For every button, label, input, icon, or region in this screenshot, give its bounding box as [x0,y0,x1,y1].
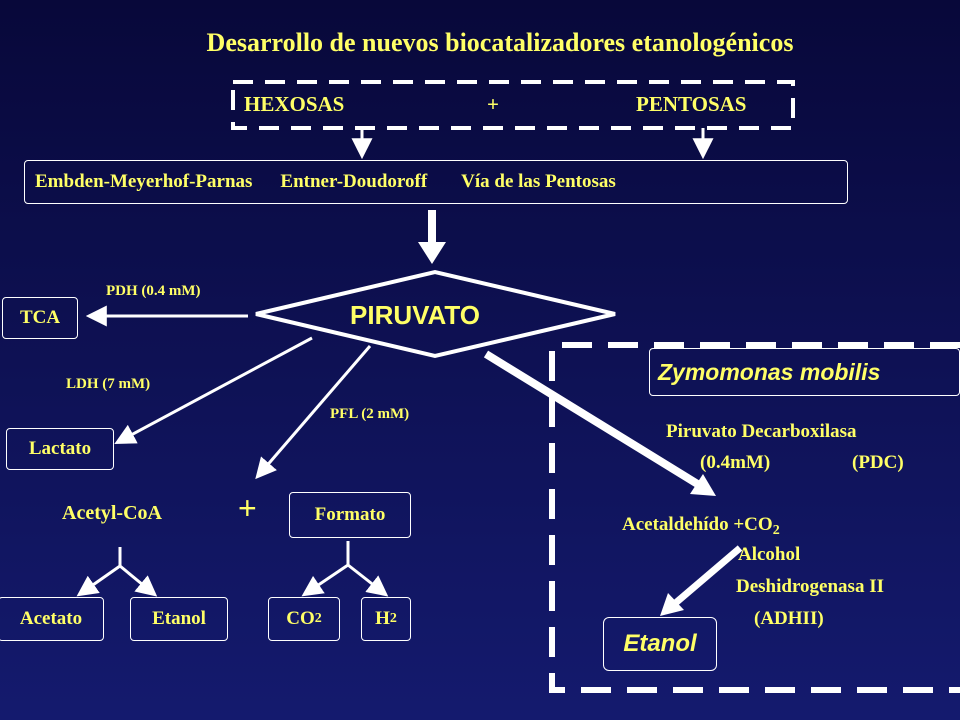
pdc-line2-b: (PDC) [852,452,904,473]
arrow-to-acetaldehido [483,350,707,492]
pdh-label: PDH (0.4 mM) [106,283,201,299]
piruvato-diamond [255,269,616,359]
acetato-box: Acetato [0,597,104,641]
sugars-dashed-box [231,80,795,130]
pdc-line2-a: (0.4mM) [700,452,771,473]
ldh-label: LDH (7 mM) [66,376,151,392]
h2-base: H [375,608,390,629]
zymomonas-label: Zymomonas mobilis [658,358,881,385]
adh-line3: (ADHII) [754,608,824,629]
formato-box: Formato [289,492,411,538]
co2-subscript: 2 [314,611,322,626]
page-title: Desarrollo de nuevos biocatalizadores et… [206,28,794,57]
pdc-line1: Piruvato Decarboxilasa [666,421,857,442]
pathways-box: Embden-Meyerhof-Parnas Entner-Doudoroff … [24,160,848,204]
etanol-box-left: Etanol [130,597,228,641]
tca-box: TCA [2,297,78,339]
acetaldehido-subscript: 2 [772,523,780,538]
lactato-box: Lactato [6,428,114,470]
pathway-ed: Entner-Doudoroff [280,171,428,192]
arrow-to-etanol-left [119,564,158,597]
pfl-label: PFL (2 mM) [330,406,410,422]
etanol-box-zymomonas: Etanol [603,617,717,671]
pathway-pentose: Vía de las Pentosas [461,171,616,192]
acetaldehido-text: Acetaldehído +CO [622,514,773,535]
piruvato-label: PIRUVATO [350,300,481,330]
arrow-to-acetato [76,564,121,597]
arrow-to-acetaldehido-head [690,474,716,496]
pentosas-label: PENTOSAS [636,92,747,116]
adh-line1: Alcohol [738,544,801,565]
hexosas-label: HEXOSAS [244,92,345,116]
zymomonas-box: Zymomonas mobilis [649,348,960,396]
acetaldehido-label: Acetaldehído +CO2 [622,514,780,539]
acetyl-coa-label: Acetyl-CoA [62,502,162,524]
big-arrow-head [418,242,446,264]
adh-line2: Deshidrogenasa II [736,576,884,597]
co2-base: CO [286,608,315,629]
arrow-to-h2 [347,563,389,597]
sugars-plus: + [487,92,499,116]
arrow-adh-to-etanol [669,545,743,609]
arrow-to-lactato [114,336,313,444]
pathway-emp: Embden-Meyerhof-Parnas [35,171,253,192]
acetyl-formato-plus: + [238,490,257,526]
h2-subscript: 2 [389,611,397,626]
zymomonas-dashed-region [549,342,960,693]
arrow-adh-to-etanol-head [660,593,684,616]
big-arrow-shaft [428,210,436,244]
arrow-to-co2 [301,563,349,597]
arrow-to-acetyl-coa [255,345,372,480]
